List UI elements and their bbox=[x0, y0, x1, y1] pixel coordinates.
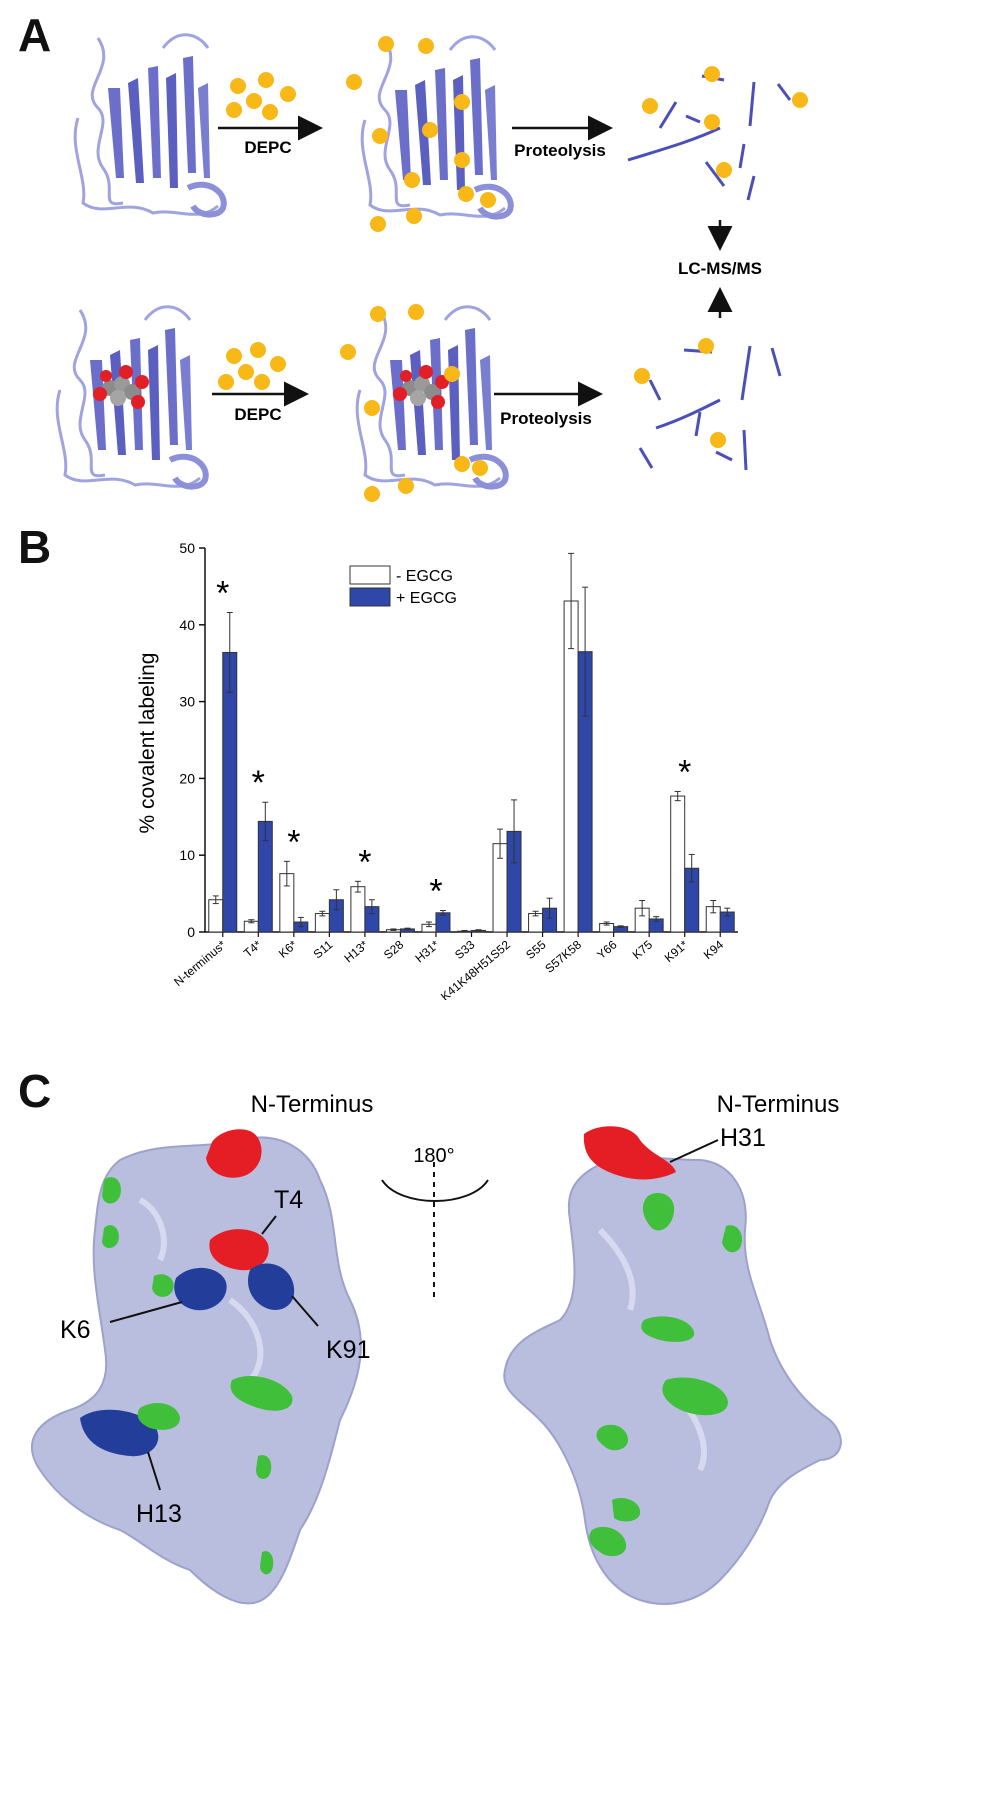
x-tick-label: K94 bbox=[701, 937, 727, 962]
panel-a-letter: A bbox=[18, 9, 52, 61]
h13-leader bbox=[147, 1451, 161, 1491]
y-tick-label: 10 bbox=[179, 847, 195, 863]
y-tick-label: 40 bbox=[179, 617, 195, 633]
bar-plus-egcg bbox=[435, 912, 451, 933]
h31-red-patch bbox=[583, 1126, 676, 1180]
panel-c-letter: C bbox=[18, 1065, 52, 1117]
legend-swatch bbox=[349, 587, 391, 607]
k91-leader bbox=[291, 1295, 319, 1327]
proteolysis-label-top: Proteolysis bbox=[514, 141, 606, 160]
depc-label-top: DEPC bbox=[244, 138, 291, 157]
t4-label: T4 bbox=[274, 1186, 303, 1214]
x-tick-label: K75 bbox=[630, 937, 656, 962]
legend-label: + EGCG bbox=[396, 590, 457, 607]
y-tick-label: 0 bbox=[187, 924, 195, 940]
rotation-angle-label: 180° bbox=[413, 1145, 454, 1167]
legend-label: - EGCG bbox=[396, 568, 453, 585]
labeling-scheme-diagram: DEPC Proteolysis LC-MS/MS bbox=[0, 0, 808, 502]
covalent-label-dots-bottom bbox=[340, 304, 488, 502]
bar-minus-egcg bbox=[208, 899, 224, 933]
depc-label-bottom: DEPC bbox=[234, 405, 281, 424]
t4-red-patch bbox=[209, 1229, 269, 1271]
left-nterm-red-patch bbox=[206, 1129, 262, 1178]
left-n-terminus-title: N-Terminus bbox=[251, 1091, 374, 1118]
bar-minus-egcg bbox=[563, 600, 579, 933]
h31-leader bbox=[669, 1139, 719, 1163]
significance-star: * bbox=[358, 843, 371, 881]
left-green-patches bbox=[102, 1177, 293, 1575]
depc-reagent-dots-top bbox=[226, 72, 296, 120]
proteolysis-label-bottom: Proteolysis bbox=[500, 409, 592, 428]
k91-blue-patch bbox=[247, 1263, 295, 1310]
bar-plus-egcg bbox=[222, 651, 238, 933]
k6-label: K6 bbox=[60, 1316, 91, 1344]
surface-structure-figure: N-Terminus N-Terminus T4 K6 K91 H13 bbox=[30, 1091, 842, 1605]
right-green-patches bbox=[589, 1192, 743, 1557]
h13-blue-patch bbox=[80, 1409, 159, 1457]
x-tick-label: Y66 bbox=[594, 937, 620, 962]
bar-minus-egcg bbox=[670, 795, 686, 933]
labeled-peptide-dots-top bbox=[642, 66, 808, 178]
x-tick-label: N-terminus* bbox=[171, 937, 229, 989]
rotation-arc bbox=[381, 1179, 489, 1202]
covalent-labeling-bar-chart: % covalent labeling 0 10 20 30 40 50 * N-termin… bbox=[136, 540, 738, 1004]
peptide-fragments-bottom bbox=[638, 345, 782, 471]
panel-b: B % covalent labeling 0 10 20 30 40 50 * N-term… bbox=[0, 520, 984, 1004]
y-tick-label: 50 bbox=[179, 540, 195, 556]
bar-minus-egcg bbox=[350, 886, 366, 933]
x-tick-label: S55 bbox=[523, 937, 549, 962]
covalent-label-dots-top bbox=[346, 36, 496, 232]
x-tick-label: S33 bbox=[452, 937, 478, 962]
y-tick-label: 20 bbox=[179, 770, 195, 786]
significance-star: * bbox=[252, 764, 265, 802]
x-tick-label: T4* bbox=[241, 937, 265, 960]
left-protein-surface bbox=[30, 1136, 362, 1605]
depc-reagent-dots-bottom bbox=[218, 342, 286, 390]
panel-a: A bbox=[0, 0, 984, 520]
h13-label: H13 bbox=[136, 1500, 182, 1528]
y-tick-label: 30 bbox=[179, 694, 195, 710]
legend-swatch bbox=[349, 565, 391, 585]
lc-msms-label: LC-MS/MS bbox=[678, 259, 762, 278]
panel-b-letter: B bbox=[18, 521, 52, 573]
k91-label: K91 bbox=[326, 1336, 370, 1364]
x-tick-label: H13* bbox=[341, 937, 371, 965]
t4-leader bbox=[261, 1215, 277, 1235]
apo-protein-ribbon bbox=[75, 35, 224, 215]
panel-c: C N-Terminus N-Terminus T4 K6 K91 bbox=[0, 1000, 984, 1800]
significance-star: * bbox=[429, 872, 442, 910]
y-axis-label: % covalent labeling bbox=[136, 653, 159, 834]
x-tick-label: H31* bbox=[412, 937, 442, 965]
x-tick-label: S57K58 bbox=[542, 937, 584, 975]
significance-star: * bbox=[678, 753, 691, 791]
k6-leader bbox=[109, 1301, 183, 1323]
peptide-fragments-top bbox=[627, 74, 792, 201]
x-tick-label: S28 bbox=[381, 937, 407, 962]
significance-star: * bbox=[287, 823, 300, 861]
labeled-peptide-dots-bottom bbox=[634, 338, 726, 448]
right-n-terminus-title: N-Terminus bbox=[717, 1091, 840, 1118]
significance-star: * bbox=[216, 575, 229, 613]
x-tick-label: K91* bbox=[662, 937, 691, 965]
k6-blue-patch bbox=[174, 1267, 227, 1311]
x-tick-label: S11 bbox=[311, 937, 336, 961]
h31-label: H31 bbox=[720, 1124, 766, 1152]
x-tick-label: K6* bbox=[276, 937, 300, 960]
